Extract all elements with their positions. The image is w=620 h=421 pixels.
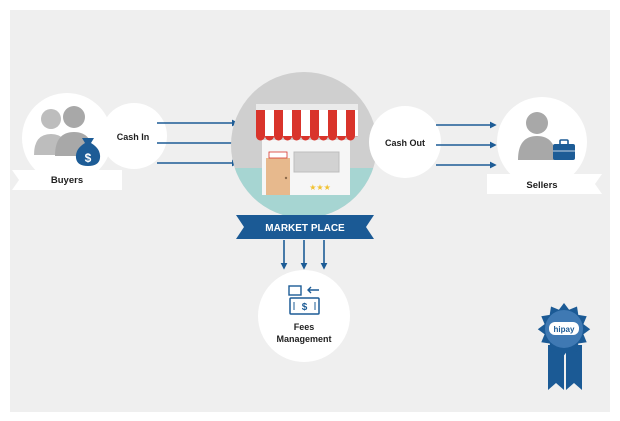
badge-icon: hipay bbox=[537, 303, 591, 390]
svg-text:★★★: ★★★ bbox=[309, 183, 331, 192]
seller-icon bbox=[518, 112, 556, 160]
fees-arrows bbox=[280, 240, 328, 270]
awning bbox=[256, 110, 358, 141]
buyers-label: Buyers bbox=[51, 175, 83, 186]
svg-text:$: $ bbox=[85, 151, 92, 165]
sellers-label: Sellers bbox=[526, 180, 557, 191]
cash-in-node: Cash In bbox=[101, 103, 167, 169]
fees-management-node: $ Fees Management bbox=[258, 270, 350, 362]
storefront-icon: ★★★ bbox=[256, 104, 358, 195]
cash-out-arrows bbox=[436, 121, 497, 169]
briefcase-icon bbox=[553, 139, 575, 160]
badge-logo-text: hipay bbox=[554, 325, 575, 334]
sellers-node: Sellers bbox=[487, 97, 602, 194]
market-place-label: MARKET PLACE bbox=[265, 223, 345, 234]
fees-icon: $ bbox=[288, 285, 320, 315]
svg-text:$: $ bbox=[302, 302, 308, 313]
cash-out-node: Cash Out bbox=[369, 106, 441, 178]
money-bag-icon: $ bbox=[75, 138, 101, 166]
buyers-node: $ Buyers bbox=[12, 93, 122, 190]
cash-out-label: Cash Out bbox=[385, 138, 425, 148]
fees-label-line1: Fees bbox=[294, 322, 315, 332]
market-place-ribbon: MARKET PLACE bbox=[236, 215, 374, 239]
cash-in-label: Cash In bbox=[117, 132, 150, 142]
fees-label-line2: Management bbox=[276, 334, 331, 344]
cash-in-arrows bbox=[157, 119, 239, 167]
